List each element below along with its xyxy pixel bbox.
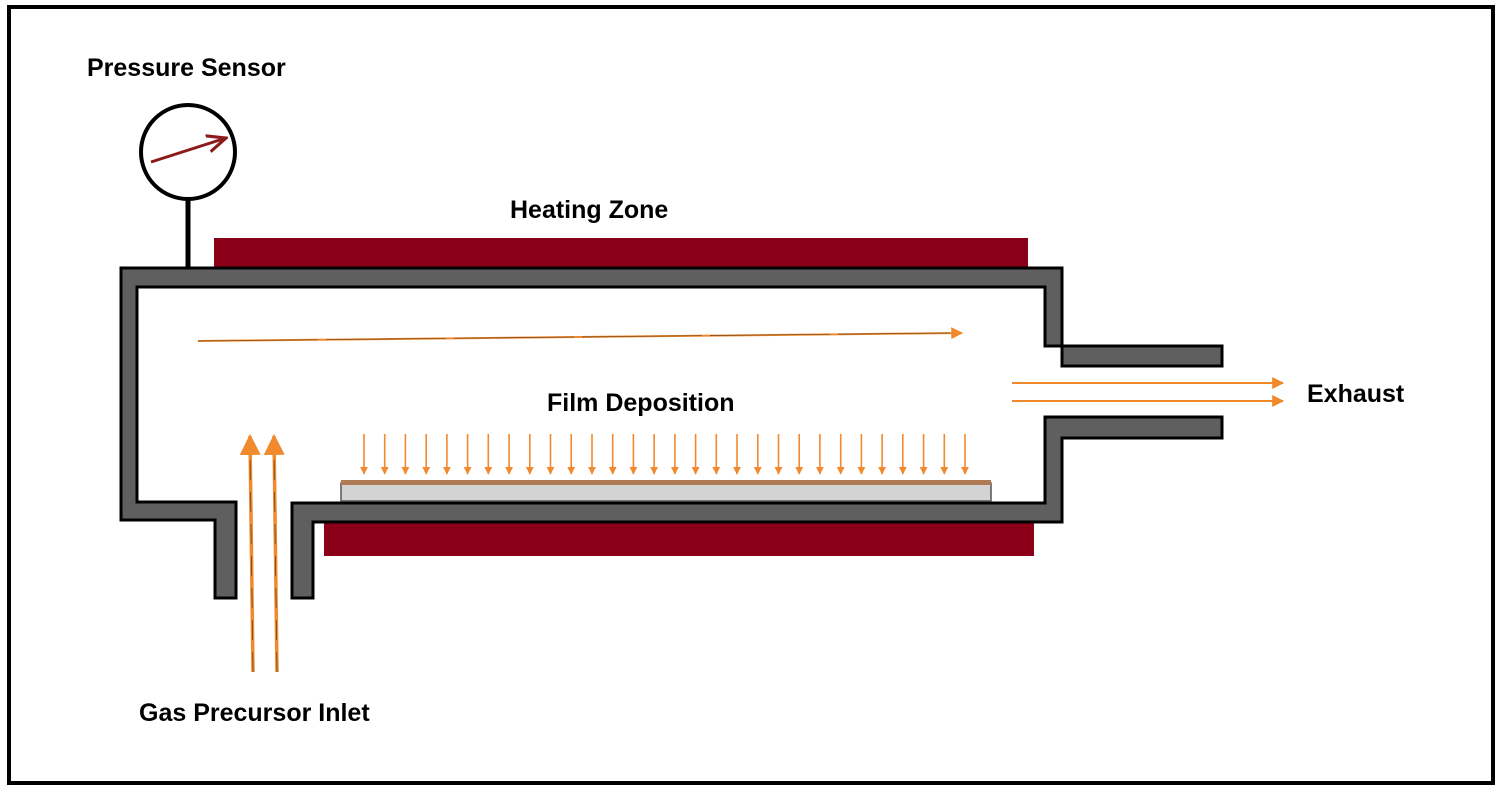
inlet-arrow-right-core bbox=[273, 451, 278, 673]
reactor-wall-left-top bbox=[119, 266, 1224, 600]
film-deposition-label: Film Deposition bbox=[547, 389, 735, 417]
diagram-frame bbox=[7, 5, 1495, 785]
heating-zone-label: Heating Zone bbox=[510, 196, 668, 224]
top-heater bbox=[214, 238, 1028, 268]
pressure-gauge-dial bbox=[139, 103, 237, 201]
gauge-needle bbox=[150, 138, 226, 164]
gas-flow-arrow-shadow bbox=[197, 332, 951, 342]
pressure-sensor-label: Pressure Sensor bbox=[87, 54, 286, 82]
deposition-arrows bbox=[360, 434, 969, 475]
gas-flow-arrow bbox=[197, 327, 964, 342]
inlet-arrow-left-core bbox=[249, 451, 254, 673]
bottom-heater bbox=[324, 522, 1034, 556]
reactor-wall-right-bottom bbox=[290, 415, 1224, 600]
deposited-film bbox=[341, 480, 991, 485]
gas-precursor-inlet-label: Gas Precursor Inlet bbox=[139, 699, 370, 727]
substrate bbox=[340, 482, 992, 502]
exhaust-label: Exhaust bbox=[1307, 380, 1405, 408]
